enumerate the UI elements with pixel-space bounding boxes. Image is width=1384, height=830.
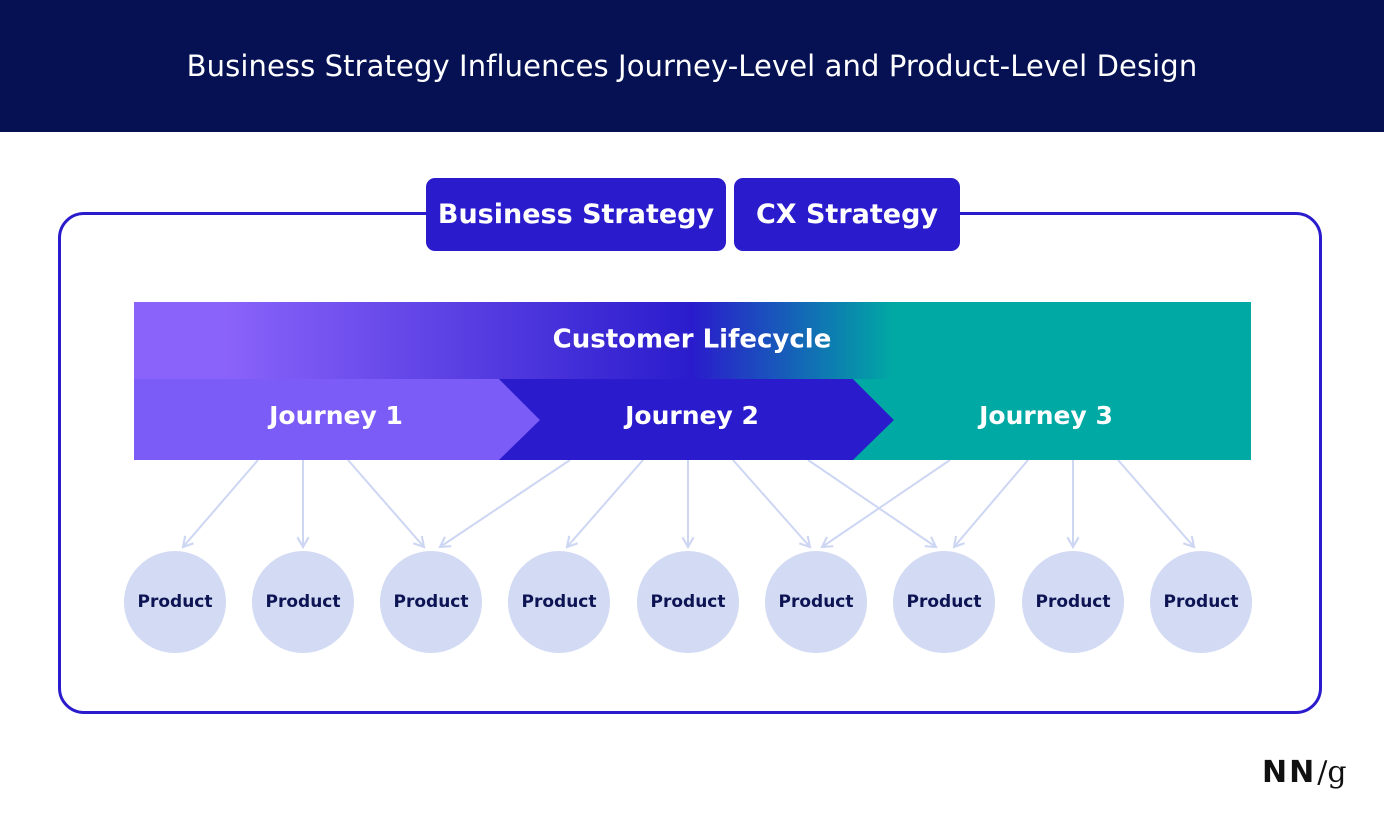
journey-1-label: Journey 1: [267, 401, 403, 430]
product-9-circle: [1150, 551, 1252, 653]
nng-logo: NN/g: [1262, 752, 1347, 792]
arrow-journey-1-product-1: [181, 459, 259, 549]
arrow-journey-3-product-9: [1117, 459, 1196, 549]
product-6-circle: [765, 551, 867, 653]
journey-3-chevron: [853, 379, 1251, 460]
logo-nn: NN: [1262, 754, 1317, 790]
product-3-circle: [380, 551, 482, 653]
product-2-circle: [252, 551, 354, 653]
product-4-label: Product: [522, 592, 597, 612]
arrow-journey-2-product-7: [807, 459, 938, 549]
product-5-circle: [637, 551, 739, 653]
diagram-title: Business Strategy Influences Journey-Lev…: [186, 49, 1198, 83]
journey-2-chevron: [499, 379, 894, 460]
arrow-journey-2-product-4: [565, 459, 644, 549]
product-8-label: Product: [1036, 592, 1111, 612]
customer-lifecycle-label: Customer Lifecycle: [553, 325, 832, 355]
logo-slash: /: [1317, 754, 1328, 790]
journey-2-label: Journey 2: [623, 401, 759, 430]
product-1-circle: [124, 551, 226, 653]
product-8-circle: [1022, 551, 1124, 653]
journey-3-label: Journey 3: [977, 401, 1113, 430]
business-strategy-box: Business Strategy: [426, 178, 726, 251]
arrow-journey-2-product-3: [438, 459, 571, 549]
header-banner: Business Strategy Influences Journey-Lev…: [0, 0, 1384, 132]
arrow-journey-3-product-6: [820, 459, 951, 549]
product-6-label: Product: [779, 592, 854, 612]
product-7-label: Product: [907, 592, 982, 612]
logo-g: g: [1327, 754, 1347, 790]
product-5-label: Product: [651, 592, 726, 612]
arrow-journey-3-product-7: [952, 459, 1029, 549]
product-2-label: Product: [266, 592, 341, 612]
product-3-label: Product: [394, 592, 469, 612]
arrow-journey-1-product-3: [347, 459, 426, 549]
product-9-label: Product: [1164, 592, 1239, 612]
connection-arrows: [181, 459, 1196, 550]
product-4-circle: [508, 551, 610, 653]
product-1-label: Product: [138, 592, 213, 612]
products-row: Product Product Product Product Product Produ…: [124, 551, 1252, 653]
arrow-journey-2-product-6: [732, 459, 812, 549]
journeys-row: Journey 1 Journey 2 Journey 3: [134, 379, 1251, 460]
cx-strategy-box: CX Strategy: [734, 178, 960, 251]
journey-1-chevron: [134, 379, 540, 460]
product-7-circle: [893, 551, 995, 653]
